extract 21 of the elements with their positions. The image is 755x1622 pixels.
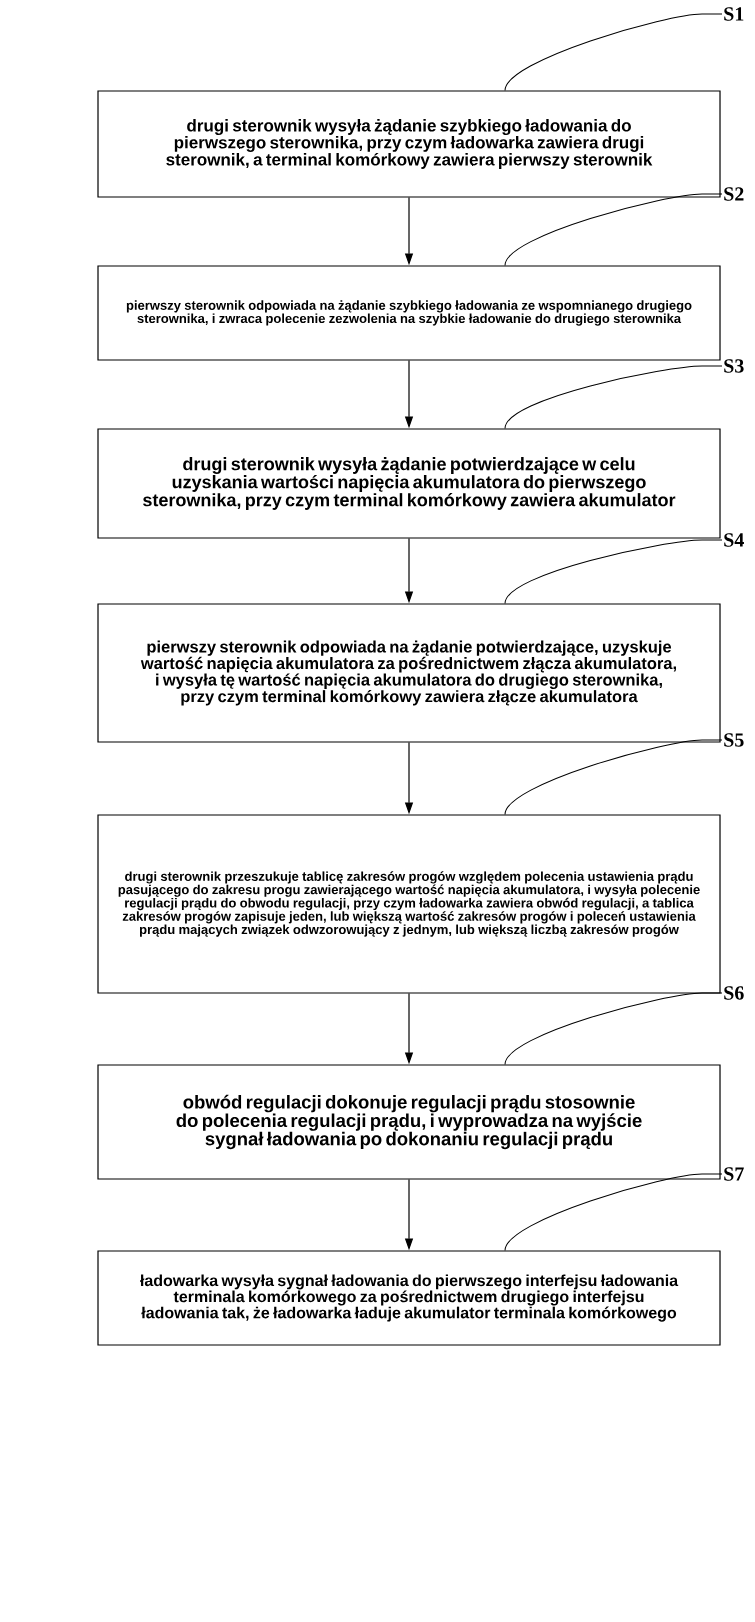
leader-line: [504, 1173, 723, 1251]
process-box: obwód regulacji dokonuje regulacji prądu stosownie do polecenia regulacji prądu, i wyprowadza na wyjście sygnał ładowania po dokonaniu regulacji prądu: [97, 1064, 721, 1180]
leader-line: [504, 193, 723, 266]
leader-line: [504, 13, 723, 91]
process-box: pierwszy sterownik odpowiada na żądanie szybkiego ładowania ze wspomnianego drugiego sterownika, i zwraca polecenie zezwolenia na szybkie ładowanie do drugiego sterownika: [97, 265, 721, 361]
step-label: S5: [724, 733, 744, 747]
step-label: S4: [724, 533, 744, 547]
process-box: ładowarka wysyła sygnał ładowania do pierwszego interfejsu ładowania terminala komórkowego za pośrednictwem drugiego interfejsu ładowania tak, że ładowarka ładuje akumulator terminala komórkowego: [97, 1250, 721, 1346]
leader-line: [504, 365, 723, 429]
step-label: S3: [724, 359, 744, 373]
step-label: S7: [724, 1167, 744, 1181]
leader-line: [504, 539, 723, 604]
process-box: drugi sterownik wysyła żądanie szybkiego ładowania do pierwszego sterownika, przy czym ładowarka zawiera drugi sterownik, a terminal komórkowy zawiera pierwszy sterownik: [97, 90, 721, 198]
process-box: drugi sterownik przeszukuje tablicę zakresów progów względem polecenia ustawienia prądu pasującego do zakresu progu zawierającego wartość napięcia akumulatora, i wysyła polecenie regulacji prądu do obwodu regulacji, przy czym ładowarka zawiera obwód regulacji, a tablica zakresów progów zapisuje jeden, lub większą wartość zakresów progów i poleceń ustawienia prądu mających związek odwzorowujący z jednym, lub większą liczbą zakresów progów: [97, 814, 721, 994]
step-label: S6: [724, 986, 744, 1000]
step-label: S1: [724, 7, 744, 21]
step-label: S2: [724, 187, 744, 201]
leader-line: [504, 992, 723, 1065]
leader-line: [504, 739, 723, 815]
process-box: drugi sterownik wysyła żądanie potwierdzające w celu uzyskania wartości napięcia akumulatora do pierwszego sterownika, przy czym terminal komórkowy zawiera akumulator: [97, 428, 721, 539]
process-box: pierwszy sterownik odpowiada na żądanie potwierdzające, uzyskuje wartość napięcia akumulatora za pośrednictwem złącza akumulatora, i wysyła tę wartość napięcia akumulatora do drugiego sterownika, przy czym terminal komórkowy zawiera złącze akumulatora: [97, 603, 721, 743]
